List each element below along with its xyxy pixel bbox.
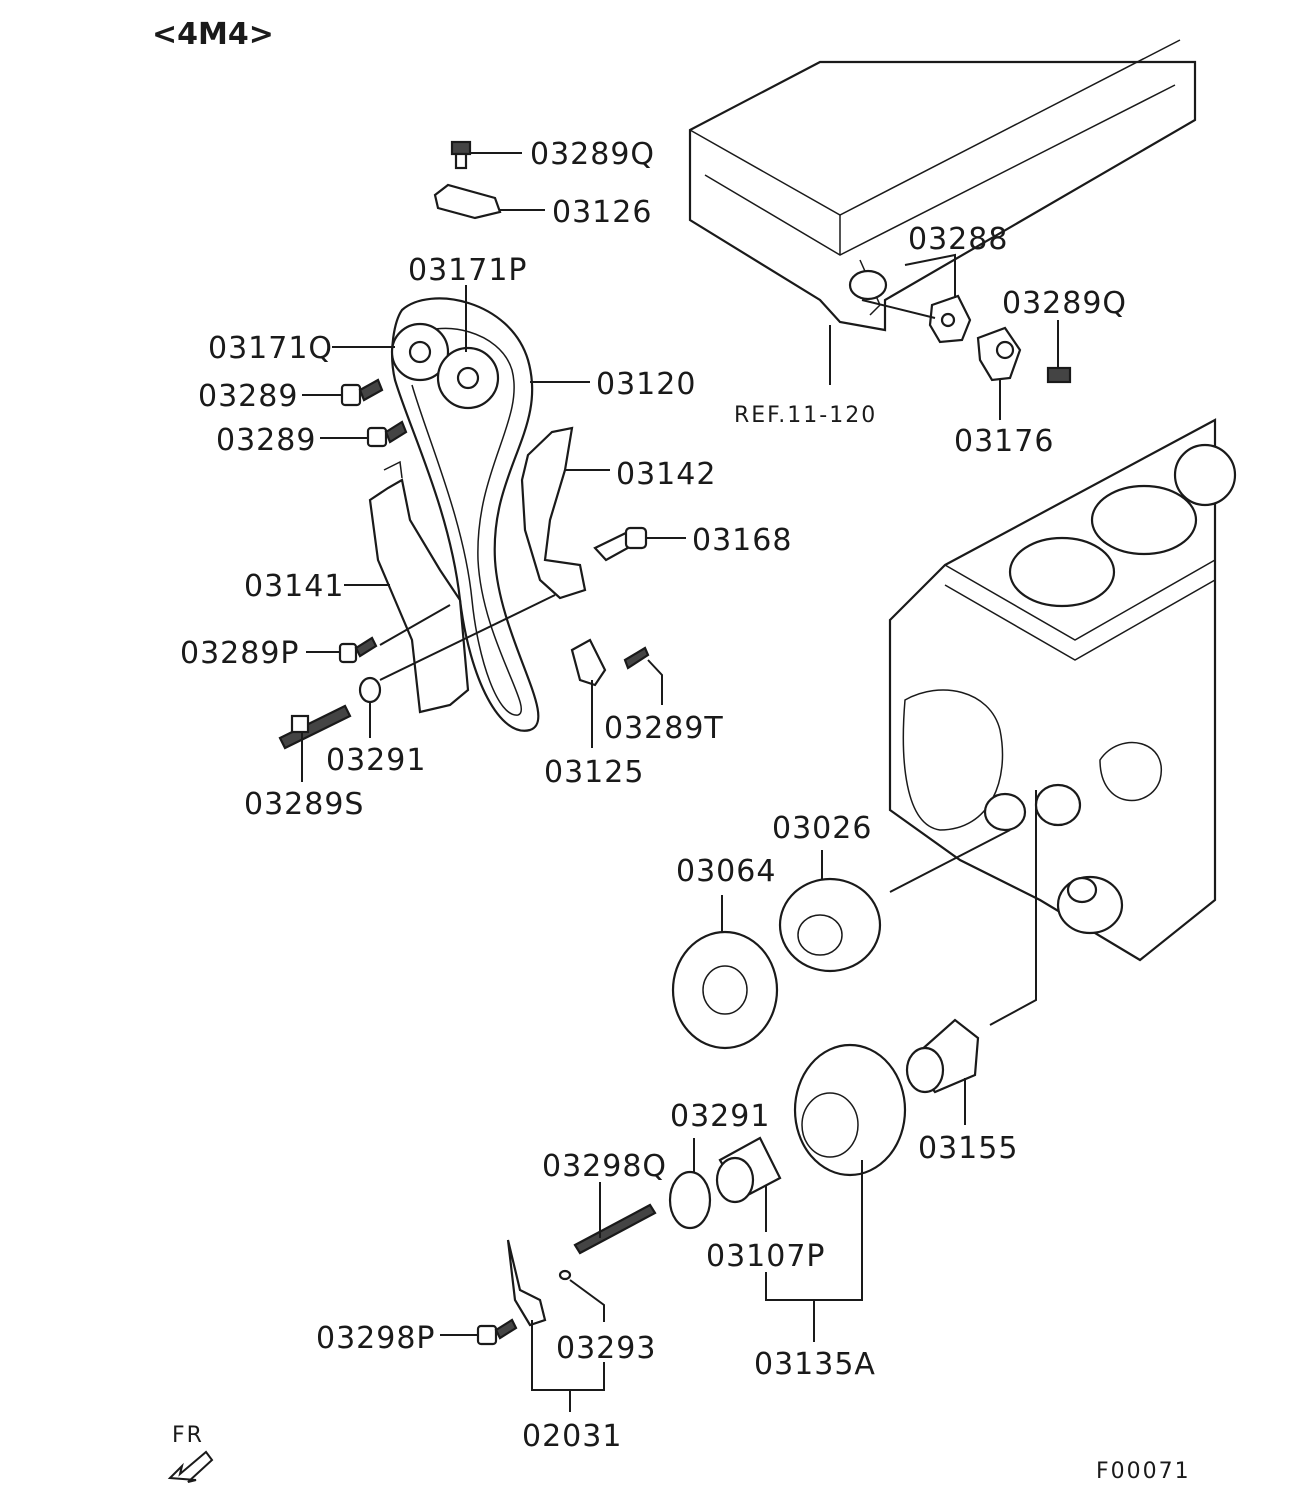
- callout-03171p: 03171P: [408, 253, 528, 288]
- callout-03141: 03141: [244, 569, 344, 604]
- timing-chain-illustration: [278, 140, 650, 750]
- callout-03289-b: 03289: [216, 423, 316, 458]
- callout-03293: 03293: [556, 1331, 656, 1366]
- callout-03064: 03064: [676, 854, 776, 889]
- callout-03126: 03126: [552, 195, 652, 230]
- callout-03298p: 03298P: [316, 1321, 436, 1356]
- callout-03291-upper: 03291: [326, 743, 426, 778]
- figure-id-label: F00071: [1096, 1459, 1191, 1484]
- reference-label: REF.11-120: [734, 403, 877, 428]
- callout-03107p: 03107P: [706, 1239, 826, 1274]
- cylinder-head-illustration: [688, 39, 1197, 332]
- callout-03142: 03142: [616, 457, 716, 492]
- crankshaft-gear-illustration: [476, 877, 980, 1346]
- orientation-label: FR: [172, 1423, 204, 1448]
- callout-03289q-top: 03289Q: [530, 137, 655, 172]
- callout-03289-a: 03289: [198, 379, 298, 414]
- callout-03125: 03125: [544, 755, 644, 790]
- tensioner-illustration: [928, 294, 1072, 384]
- callout-03168: 03168: [692, 523, 792, 558]
- model-code-label: <4M4>: [152, 17, 274, 52]
- callout-03155: 03155: [918, 1131, 1018, 1166]
- engine-block-illustration: [888, 418, 1237, 962]
- callout-02031: 02031: [522, 1419, 622, 1454]
- callout-03120: 03120: [596, 367, 696, 402]
- front-arrow-icon: [167, 1450, 214, 1483]
- callout-03288: 03288: [908, 222, 1008, 257]
- callout-03171q: 03171Q: [208, 331, 333, 366]
- callout-03176: 03176: [954, 424, 1054, 459]
- callout-03289q-right: 03289Q: [1002, 286, 1127, 321]
- callout-03291-lower: 03291: [670, 1099, 770, 1134]
- callout-03289t: 03289T: [604, 711, 724, 746]
- callout-03026: 03026: [772, 811, 872, 846]
- callout-03135a: 03135A: [754, 1347, 876, 1382]
- leader-lines: [301, 152, 1059, 1412]
- callout-03289p: 03289P: [180, 636, 300, 671]
- callout-03298q: 03298Q: [542, 1149, 667, 1184]
- callout-03289s: 03289S: [244, 787, 364, 822]
